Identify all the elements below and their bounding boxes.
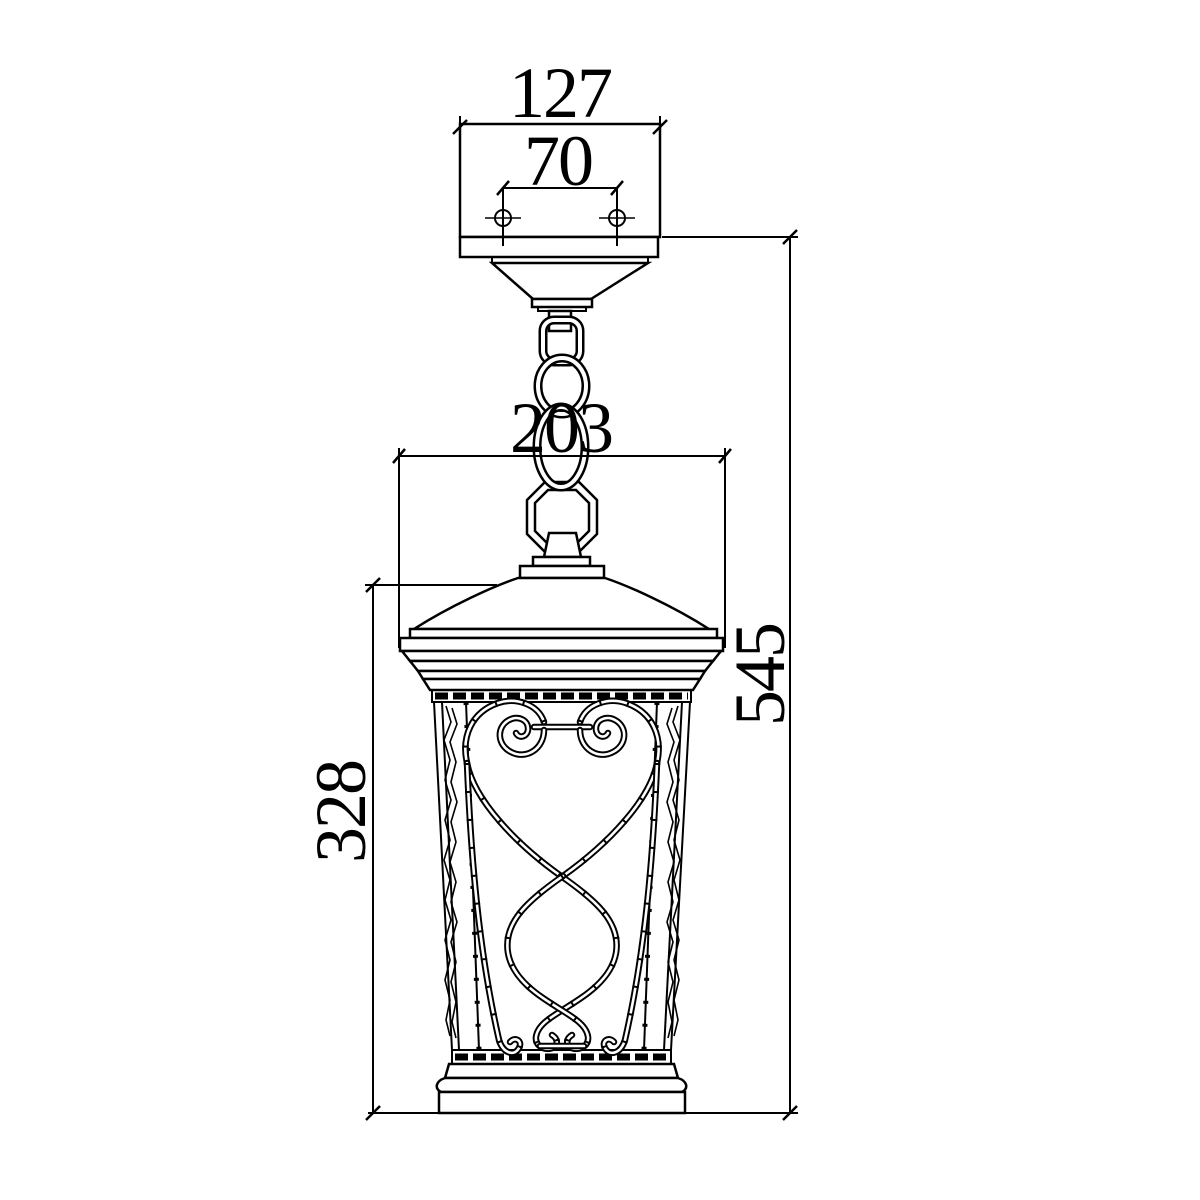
ornament-spiral-left [500, 718, 544, 755]
lantern-roof [398, 576, 725, 692]
dimension-lines [365, 116, 798, 1121]
cage-top-band [431, 689, 692, 703]
ornament-spiral-right [580, 718, 624, 755]
cornice-step [399, 649, 724, 663]
dim-127 [452, 116, 668, 135]
roof-rim-plate [408, 627, 719, 640]
hanging-loop [518, 480, 606, 580]
body-height-dimension: 328 [301, 761, 381, 863]
cage-post-right-inner [663, 701, 683, 1051]
finial-collar-wide [518, 564, 606, 580]
cornice-step [420, 677, 703, 692]
hole-spacing-dimension: 70 [524, 121, 594, 201]
cage-post-left [433, 701, 453, 1051]
base-flare [435, 1076, 688, 1094]
canopy-collar [530, 297, 594, 309]
plate-width-dimension: 127 [509, 53, 613, 133]
overall-height-dimension: 545 [720, 624, 800, 726]
canopy [488, 261, 653, 301]
dim-203 [392, 448, 732, 648]
finial-neck [542, 531, 583, 559]
scroll-ornament [465, 701, 658, 1053]
cornice-step [407, 659, 716, 673]
roof-rim-band [398, 636, 725, 653]
plate-band [458, 235, 660, 259]
cage-post-right [670, 701, 691, 1051]
base-cap [443, 1062, 680, 1080]
lantern-base [435, 1062, 688, 1115]
ceiling-plate [458, 122, 662, 333]
cage-post-left-inner [441, 701, 460, 1051]
base-plinth [437, 1090, 687, 1115]
lantern-width-dimension: 203 [510, 388, 614, 468]
ornament-side-sweep-right [604, 763, 657, 1053]
dim-70 [496, 180, 624, 246]
ornament-side-sweep-left [467, 763, 520, 1053]
finial-collar [531, 555, 592, 568]
